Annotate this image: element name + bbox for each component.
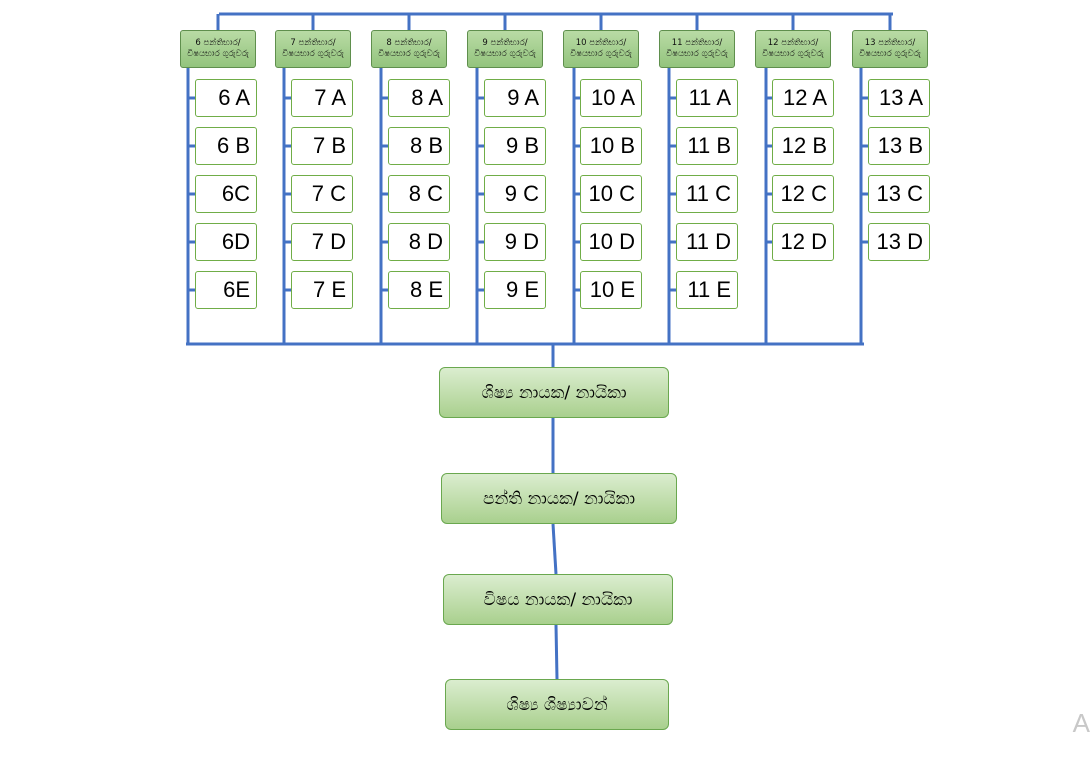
class-box: 8 B [388,127,450,165]
grade-header-line2: විෂයභාර ගුරුවරු [378,49,440,59]
class-box: 11 D [676,223,738,261]
grade-header-box: 11 පන්තිභාර/විෂයභාර ගුරුවරු [659,30,735,68]
grade-header-line2: විෂයභාර ගුරුවරු [570,49,632,59]
class-box: 12 A [772,79,834,117]
class-box: 10 D [580,223,642,261]
class-box: 7 D [291,223,353,261]
class-box: 8 D [388,223,450,261]
class-box: 6C [195,175,257,213]
class-box: 11 E [676,271,738,309]
class-box: 9 D [484,223,546,261]
grade-header-box: 9 පන්තිභාර/විෂයභාර ගුරුවරු [467,30,543,68]
watermark-text: A [1072,708,1090,738]
class-box: 11 B [676,127,738,165]
class-box: 6E [195,271,257,309]
class-box: 7 C [291,175,353,213]
class-box: 13 C [868,175,930,213]
class-box: 12 D [772,223,834,261]
class-box: 12 C [772,175,834,213]
student-leader-box: ශිෂ්‍ය නායක/ නායිකා [439,367,669,418]
class-box: 6 A [195,79,257,117]
grade-header-line1: 9 පන්තිභාර/ [482,38,528,48]
grade-header-line2: විෂයභාර ගුරුවරු [666,49,728,59]
grade-header-line2: විෂයභාර ගුරුවරු [762,49,824,59]
class-box: 6D [195,223,257,261]
grade-header-box: 7 පන්තිභාර/විෂයභාර ගුරුවරු [275,30,351,68]
class-box: 10 C [580,175,642,213]
class-box: 10 E [580,271,642,309]
role-link-line [551,523,558,575]
students-box: ශිෂ්‍ය ශිෂ්‍යාවන් [445,679,669,730]
grade-header-line2: විෂයභාර ගුරුවරු [859,49,921,59]
grade-header-line1: 13 පන්තිභාර/ [864,38,916,48]
class-box: 8 C [388,175,450,213]
class-box: 7 A [291,79,353,117]
class-leader-box: පන්ති නායක/ නායිකා [441,473,677,524]
class-box: 9 A [484,79,546,117]
class-box: 12 B [772,127,834,165]
grade-header-box: 12 පන්තිභාර/විෂයභාර ගුරුවරු [755,30,831,68]
grade-header-line1: 11 පන්තිභාර/ [671,38,723,48]
grade-header-line2: විෂයභාර ගුරුවරු [282,49,344,59]
grade-header-line1: 12 පන්තිභාර/ [767,38,819,48]
class-box: 9 B [484,127,546,165]
grade-header-box: 13 පන්තිභාර/විෂයභාර ගුරුවරු [852,30,928,68]
grade-header-line1: 7 පන්තිභාර/ [290,38,336,48]
class-box: 8 E [388,271,450,309]
grade-header-line1: 6 පන්තිභාර/ [195,38,241,48]
grade-header-box: 8 පන්තිභාර/විෂයභාර ගුරුවරු [371,30,447,68]
class-box: 9 C [484,175,546,213]
grade-header-box: 10 පන්තිභාර/විෂයභාර ගුරුවරු [563,30,639,68]
class-box: 7 E [291,271,353,309]
grade-header-line2: විෂයභාර ගුරුවරු [474,49,536,59]
subject-leader-box: විෂය නායක/ නායිකා [443,574,673,625]
class-box: 10 B [580,127,642,165]
class-box: 6 B [195,127,257,165]
class-box: 10 A [580,79,642,117]
grade-header-line2: විෂයභාර ගුරුවරු [187,49,249,59]
class-box: 13 B [868,127,930,165]
grade-header-line1: 8 පන්තිභාර/ [386,38,432,48]
class-box: 7 B [291,127,353,165]
class-box: 13 A [868,79,930,117]
class-box: 9 E [484,271,546,309]
class-box: 8 A [388,79,450,117]
class-box: 11 C [676,175,738,213]
class-box: 13 D [868,223,930,261]
class-box: 11 A [676,79,738,117]
grade-header-line1: 10 පන්තිභාර/ [575,38,627,48]
role-link-line [554,624,559,680]
grade-header-box: 6 පන්තිභාර/විෂයභාර ගුරුවරු [180,30,256,68]
